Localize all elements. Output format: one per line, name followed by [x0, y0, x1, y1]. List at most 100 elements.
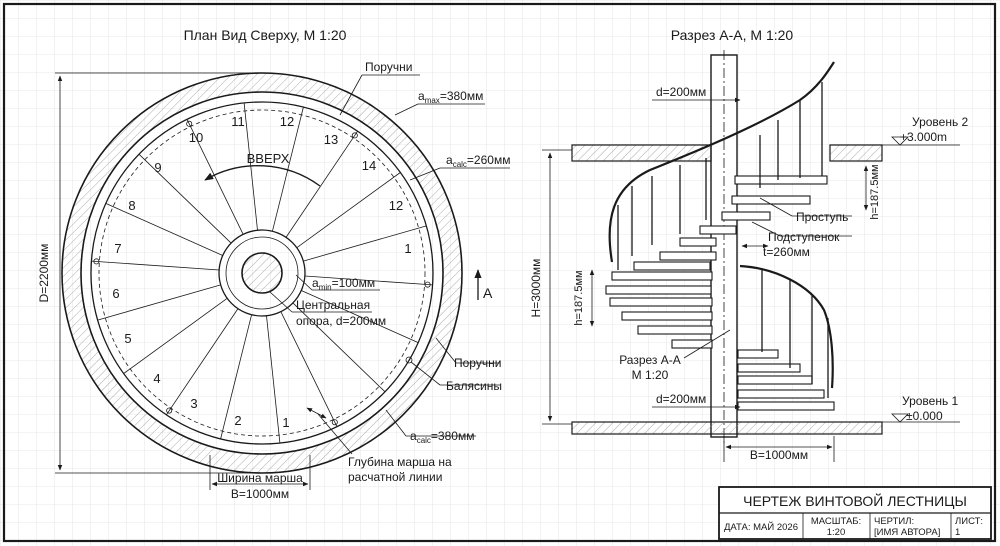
- section-step: [611, 271, 713, 281]
- title-block-drawn-value: [ИМЯ АВТОРА]: [874, 527, 940, 538]
- section-step: [737, 363, 801, 373]
- depth-dimension: [306, 407, 327, 419]
- label-handrail-right: Поручни: [454, 356, 501, 370]
- handrail-lower: [739, 264, 834, 389]
- title-block: ЧЕРТЕЖ ВИНТОВОЙ ЛЕСТНИЦЫ ДАТА: МАЙ 2026 …: [718, 486, 992, 540]
- tread-line: [138, 153, 232, 244]
- tread-line: [292, 302, 386, 393]
- level1-symbol: [891, 413, 909, 423]
- handrail-outer-circle: [90, 101, 434, 445]
- step-number: 9: [154, 160, 161, 175]
- step-number: 5: [124, 331, 131, 346]
- upper-slab-right: [829, 144, 883, 162]
- label-section-mark: A: [483, 285, 493, 301]
- section-step: [737, 389, 825, 399]
- label-level2-name: Уровень 2: [912, 115, 969, 129]
- baluster-dot: [351, 132, 358, 139]
- leader-section-ref: [683, 329, 731, 359]
- label-width-line1: Ширина марша: [217, 471, 303, 485]
- section-title: Разрез А-А, М 1:20: [671, 27, 794, 43]
- step-number: 2: [234, 413, 241, 428]
- label-width-sec: B=1000мм: [750, 448, 808, 462]
- upper-slab-left: [571, 144, 712, 162]
- plan-view: План Вид Сверху, М 1:20 ВВЕРХ 1234567891…: [37, 27, 510, 501]
- tread-line: [97, 284, 221, 321]
- tread-line: [296, 172, 401, 249]
- section-step: [609, 297, 713, 307]
- baluster-marker: [405, 356, 413, 364]
- label-level2-value: +3.000m: [900, 130, 947, 144]
- leader-balusters: [410, 361, 441, 386]
- label-support-line2: опора, d=200мм: [296, 314, 386, 328]
- direction-arc: [204, 165, 321, 187]
- leader-support: [269, 291, 293, 313]
- tread-line: [166, 308, 239, 416]
- label-section-ref-line2: М 1:20: [632, 368, 669, 382]
- baluster-dot: [424, 281, 431, 288]
- label-d-bottom: d=200мм: [656, 392, 706, 406]
- section-step: [621, 311, 713, 321]
- title-block-drawn-label: ЧЕРТИЛ:: [874, 516, 914, 527]
- label-level1-name: Уровень 1: [902, 394, 959, 408]
- step-number: 11: [231, 114, 245, 129]
- baluster-dot: [331, 419, 338, 426]
- label-handrail-top: Поручни: [365, 60, 412, 74]
- section-step: [734, 175, 828, 185]
- walking-line-circle: [98, 109, 426, 437]
- leader-depth: [317, 413, 353, 455]
- tread-line: [280, 311, 338, 427]
- tread-lines: [91, 102, 433, 444]
- title-block-sheet-value: 1: [955, 527, 960, 538]
- label-depth-line2: расчатной линии: [348, 470, 442, 484]
- label-support-line1: Центральная: [296, 298, 370, 312]
- label-h-right: h=187.5мм: [869, 164, 881, 219]
- leader-riser: [751, 221, 781, 237]
- label-level1-value: ±0.000: [906, 409, 943, 423]
- plan-title: План Вид Сверху, М 1:20: [184, 27, 347, 43]
- label-section-ref-line1: Разрез А-А: [619, 353, 681, 367]
- label-tread-depth: t=260мм: [763, 245, 810, 259]
- central-support-ring: [218, 229, 306, 317]
- tread-line: [272, 107, 304, 232]
- tread-line: [123, 297, 228, 374]
- tread-line: [220, 314, 252, 439]
- label-a-min: amin=100мм: [312, 276, 375, 292]
- label-riser: Подступенок: [768, 230, 840, 244]
- tread-line: [301, 290, 419, 343]
- tread-line: [91, 260, 220, 271]
- title-block-date: ДАТА: МАЙ 2026: [724, 521, 798, 533]
- baluster-dot: [166, 407, 173, 414]
- section-view: Разрез А-А, М 1:20 d=200мм Уровень 2 +3.…: [529, 27, 969, 462]
- title-block-sheet-label: ЛИСТ:: [955, 516, 983, 527]
- label-depth-line1: Глубина марша на: [348, 455, 452, 469]
- leader-a-calc-2: [385, 409, 407, 437]
- tread-line: [285, 130, 358, 238]
- section-step: [671, 339, 713, 349]
- step-number: 4: [153, 371, 160, 386]
- leader-a-calc: [409, 167, 441, 181]
- title-block-scale-value: 1:20: [827, 527, 846, 538]
- tread-line: [303, 225, 427, 262]
- title-block-title: ЧЕРТЕЖ ВИНТОВОЙ ЛЕСТНИЦЫ: [743, 492, 967, 509]
- handrail-upper: [608, 61, 835, 263]
- step-number: 7: [114, 241, 121, 256]
- label-a-max: amax=380мм: [418, 89, 483, 105]
- label-width-line2: B=1000мм: [231, 487, 289, 501]
- label-balusters: Балясины: [446, 379, 502, 393]
- level2-symbol: [891, 136, 909, 146]
- section-step: [605, 285, 712, 295]
- section-step: [679, 237, 717, 247]
- tread-line: [105, 203, 223, 256]
- leader-handrail-right: [435, 337, 457, 364]
- section-step: [737, 349, 779, 359]
- baluster-dot: [93, 258, 100, 265]
- tread-line: [186, 119, 244, 235]
- step-number: 10: [189, 130, 203, 145]
- central-support-inner-ring: [225, 236, 299, 310]
- leader-a-min: [295, 274, 313, 291]
- step-number: 12: [280, 114, 294, 129]
- section-step: [737, 401, 835, 411]
